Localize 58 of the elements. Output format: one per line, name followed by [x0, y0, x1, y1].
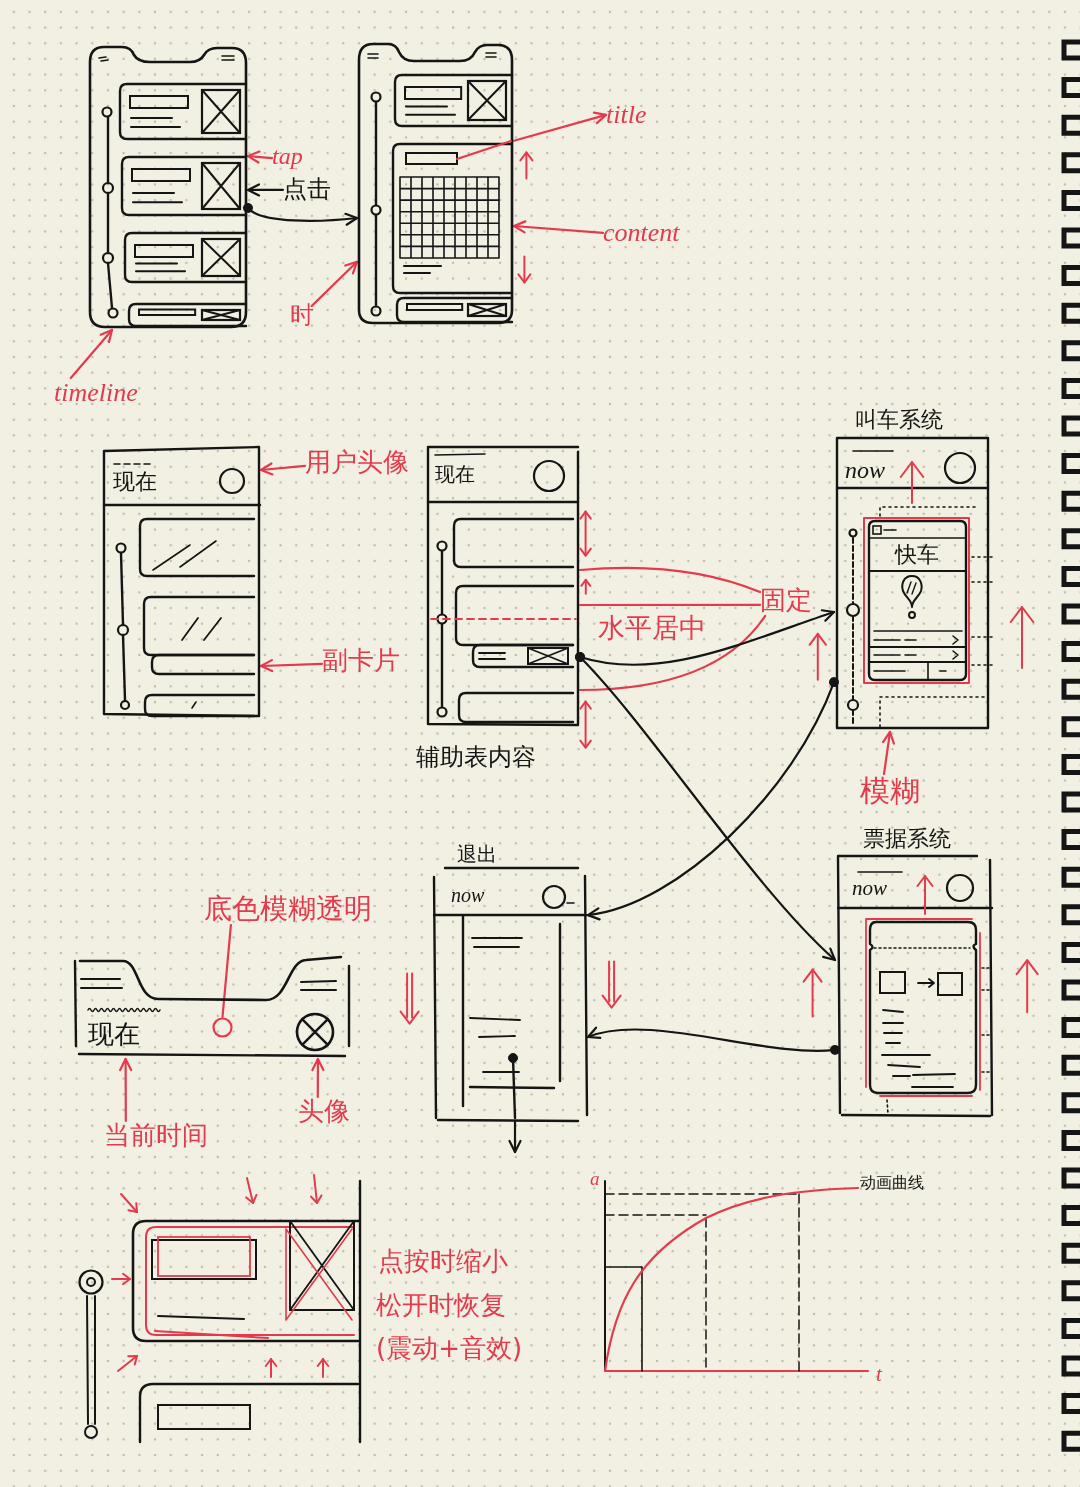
arrow — [310, 260, 359, 308]
arrow — [512, 220, 605, 234]
screen-title: 票据系统 — [863, 826, 951, 852]
annotation: 松开时恢复 — [376, 1291, 506, 1321]
card-title: 快车 — [895, 542, 939, 568]
leader-line — [578, 614, 767, 692]
header-text: 现在 — [88, 1020, 140, 1050]
arrow — [243, 202, 359, 226]
annotation: (震动+音效) — [376, 1334, 523, 1364]
axis-label: a — [590, 1168, 600, 1190]
annotation: 底色模糊透明 — [204, 893, 372, 926]
phone-wireframe — [835, 824, 995, 1117]
screen-title: 退出 — [457, 843, 497, 866]
annotation: 模糊 — [860, 774, 920, 809]
annotation: 头像 — [298, 1097, 350, 1127]
phone-wireframe — [431, 842, 588, 1121]
annotation: title — [606, 100, 647, 130]
circle-marker — [212, 1017, 233, 1038]
note-text: 辅助表内容 — [416, 744, 536, 772]
annotation: 用户头像 — [305, 448, 409, 478]
annotation: 当前时间 — [104, 1121, 208, 1151]
arrow — [512, 111, 608, 142]
arrow — [246, 150, 274, 164]
arrow — [575, 652, 837, 962]
header-text: now — [845, 457, 885, 485]
leader-line — [578, 566, 762, 594]
leader-line — [221, 924, 232, 1019]
arrow — [119, 1057, 133, 1123]
arrow — [69, 328, 114, 380]
annotation: 点按时缩小 — [378, 1247, 508, 1277]
header-text: 现在 — [435, 463, 475, 486]
header-text: now — [852, 876, 887, 901]
annotation: tap — [272, 143, 303, 171]
arrow — [259, 659, 324, 673]
arrow — [508, 1119, 522, 1154]
arrow — [881, 730, 895, 776]
phone-wireframe — [103, 446, 261, 719]
header-text: 现在 — [113, 469, 157, 495]
annotation: content — [603, 218, 680, 248]
timeline-knob — [78, 1269, 104, 1295]
annotation: 固定 — [760, 586, 812, 616]
arrow — [246, 183, 285, 197]
phone-wireframe — [834, 406, 994, 732]
arrow — [259, 462, 307, 476]
leader-line — [578, 603, 762, 607]
arrow — [586, 677, 839, 920]
annotation: 水平居中 — [598, 612, 706, 644]
annotation: timeline — [54, 378, 138, 408]
arrow — [311, 1057, 325, 1099]
annotation: 时 — [290, 302, 314, 330]
arrow — [586, 1027, 840, 1055]
axis-label: t — [876, 1362, 882, 1387]
chart-title: 动画曲线 — [860, 1174, 924, 1193]
screen-title: 叫车系统 — [855, 407, 943, 433]
card — [861, 515, 971, 685]
header-text: now — [451, 884, 485, 907]
annotation: 副卡片 — [322, 646, 400, 676]
annotation: 点击 — [283, 176, 331, 204]
